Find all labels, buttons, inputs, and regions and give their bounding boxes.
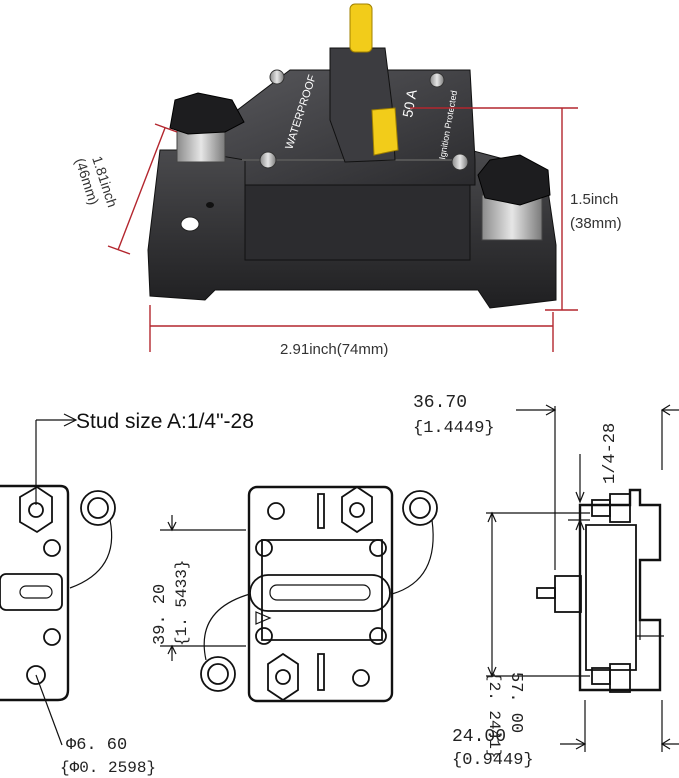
base-hole-left xyxy=(180,216,200,232)
width-mm: 24.00 xyxy=(452,727,506,747)
top-screw-left-back xyxy=(269,69,285,85)
height-label-line2: (38mm) xyxy=(570,215,622,232)
width-label: 2.91inch(74mm) xyxy=(280,341,388,358)
hole-in: {Φ0. 2598} xyxy=(60,759,156,777)
spacing-in: {1. 5433} xyxy=(173,560,191,646)
right-terminal-cap xyxy=(477,154,551,206)
width-in: {0.9449} xyxy=(452,751,534,770)
left-view xyxy=(0,484,116,746)
label-rating: 50 A xyxy=(399,87,420,118)
height-in: {2. 2441} xyxy=(485,672,503,758)
height-mm: 57. 00 xyxy=(506,672,525,733)
top-screw-right-back xyxy=(429,72,445,88)
housing-top xyxy=(183,69,476,186)
spacing-mm: 39. 20 xyxy=(151,584,170,645)
left-terminal-cap xyxy=(169,92,245,135)
top-screw-left-front xyxy=(259,151,277,169)
technical-drawing: Stud size A:1/4"-28 Φ6. 60 {Φ0. 2598} xyxy=(0,393,679,777)
top-screw-right-front xyxy=(451,153,469,171)
product-photo: WATERPROOF 50 A Ignition Protected xyxy=(147,3,557,309)
thread-label: 1/4-28 xyxy=(601,423,620,484)
side-view xyxy=(486,404,679,752)
depth-in: {1.4449} xyxy=(413,419,495,438)
left-terminal-nut xyxy=(176,127,226,163)
center-view xyxy=(160,485,438,703)
hole-mm: Φ6. 60 xyxy=(66,736,127,755)
yellow-lever xyxy=(349,3,373,53)
base-hole-right xyxy=(206,202,214,208)
stud-size-label: Stud size A:1/4"-28 xyxy=(76,410,254,433)
height-label-line1: 1.5inch xyxy=(570,191,618,208)
yellow-indicator xyxy=(371,107,399,156)
depth-mm: 36.70 xyxy=(413,393,467,413)
